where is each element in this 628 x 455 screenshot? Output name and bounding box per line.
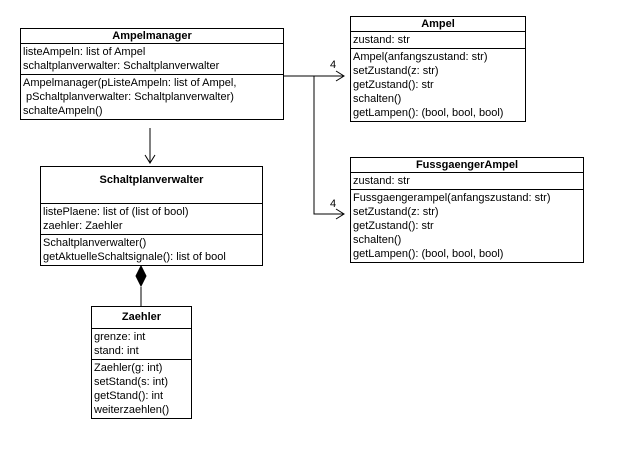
class-name: Ampel [351, 17, 525, 32]
method: Ampelmanager(pListeAmpeln: list of Ampel… [23, 77, 237, 89]
methods-section: Ampelmanager(pListeAmpeln: list of Ampel… [21, 75, 283, 119]
arrowhead-ampel [335, 70, 345, 82]
method: getLampen(): (bool, bool, bool) [353, 107, 504, 119]
methods-section: Ampel(anfangszustand: str) setZustand(z:… [351, 49, 525, 121]
composition-diamond [135, 264, 147, 288]
attribute: zaehler: Zaehler [43, 220, 123, 232]
attributes-section: listePlaene: list of (list of bool) zaeh… [41, 204, 262, 235]
methods-section: Zaehler(g: int) setStand(s: int) getStan… [92, 360, 191, 418]
class-name: Schaltplanverwalter [41, 167, 262, 204]
multiplicity-ampel: 4 [330, 59, 337, 71]
attribute: zustand: str [353, 175, 410, 187]
methods-section: Schaltplanverwalter() getAktuelleSchalts… [41, 235, 262, 265]
attribute: schaltplanverwalter: Schaltplanverwalter [23, 60, 220, 72]
arrowhead-fussgaengerampel [335, 208, 345, 220]
attribute: listeAmpeln: list of Ampel [23, 46, 146, 58]
association-line-fussgaengerampel [313, 76, 344, 215]
method: schalteAmpeln() [23, 105, 103, 117]
class-ampelmanager: Ampelmanager listeAmpeln: list of Ampel … [20, 28, 284, 120]
methods-section: Fussgaengerampel(anfangszustand: str) se… [351, 190, 583, 262]
method: Ampel(anfangszustand: str) [353, 51, 488, 63]
method: Schaltplanverwalter() [43, 237, 147, 249]
method: weiterzaehlen() [94, 404, 170, 416]
method: getZustand(): str [353, 220, 434, 232]
attributes-section: zustand: str [351, 32, 525, 49]
method: setZustand(z: str) [353, 65, 439, 77]
method: pSchaltplanverwalter: Schaltplanverwalte… [23, 91, 234, 103]
method: setZustand(z: str) [353, 206, 439, 218]
method: Fussgaengerampel(anfangszustand: str) [353, 192, 551, 204]
attribute: zustand: str [353, 34, 410, 46]
method: schalten() [353, 234, 402, 246]
class-schaltplanverwalter: Schaltplanverwalter listePlaene: list of… [40, 166, 263, 266]
multiplicity-fussgaengerampel: 4 [330, 198, 337, 210]
method: setStand(s: int) [94, 376, 168, 388]
class-name: Zaehler [92, 307, 191, 329]
method: getAktuelleSchaltsignale(): list of bool [43, 251, 226, 263]
class-name: Ampelmanager [21, 29, 283, 44]
class-zaehler: Zaehler grenze: int stand: int Zaehler(g… [91, 306, 192, 419]
method: schalten() [353, 93, 402, 105]
class-name: FussgaengerAmpel [351, 158, 583, 173]
attribute: grenze: int [94, 331, 146, 343]
attribute: stand: int [94, 345, 139, 357]
arrowhead-schaltplanverwalter [144, 154, 156, 164]
class-ampel: Ampel zustand: str Ampel(anfangszustand:… [350, 16, 526, 122]
attributes-section: listeAmpeln: list of Ampel schaltplanver… [21, 44, 283, 75]
attributes-section: zustand: str [351, 173, 583, 190]
method: Zaehler(g: int) [94, 362, 163, 374]
attribute: listePlaene: list of (list of bool) [43, 206, 189, 218]
attributes-section: grenze: int stand: int [92, 329, 191, 360]
method: getZustand(): str [353, 79, 434, 91]
method: getStand(): int [94, 390, 164, 402]
class-fussgaengerampel: FussgaengerAmpel zustand: str Fussgaenge… [350, 157, 584, 263]
method: getLampen(): (bool, bool, bool) [353, 248, 504, 260]
